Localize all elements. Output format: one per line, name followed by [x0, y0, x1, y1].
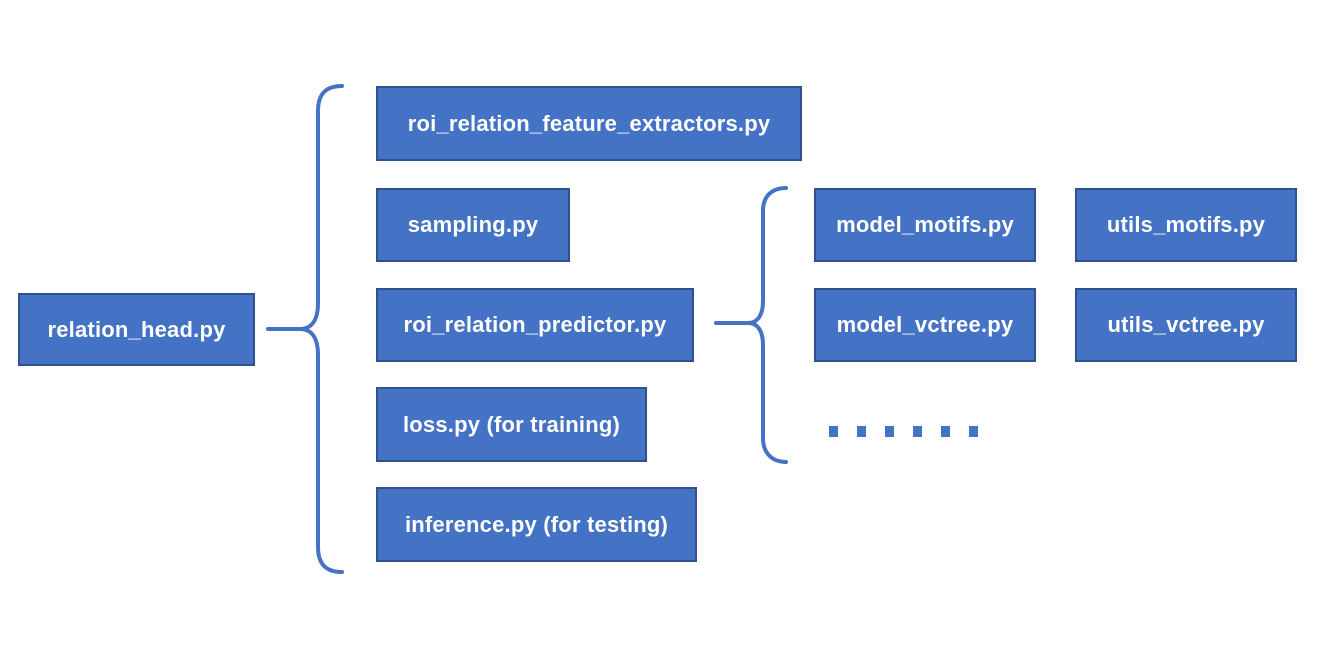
ellipsis-dot — [941, 426, 950, 437]
box-relation-head: relation_head.py — [18, 293, 255, 366]
ellipsis-dots — [829, 426, 978, 437]
ellipsis-dot — [969, 426, 978, 437]
ellipsis-dot — [913, 426, 922, 437]
box-utils-vctree: utils_vctree.py — [1075, 288, 1297, 362]
box-roi-relation-feature-extractors: roi_relation_feature_extractors.py — [376, 86, 802, 161]
ellipsis-dot — [857, 426, 866, 437]
box-utils-motifs: utils_motifs.py — [1075, 188, 1297, 262]
ellipsis-dot — [829, 426, 838, 437]
box-inference: inference.py (for testing) — [376, 487, 697, 562]
box-model-vctree: model_vctree.py — [814, 288, 1036, 362]
left-brace — [298, 84, 344, 574]
box-loss: loss.py (for training) — [376, 387, 647, 462]
box-roi-relation-predictor: roi_relation_predictor.py — [376, 288, 694, 362]
box-sampling: sampling.py — [376, 188, 570, 262]
box-model-motifs: model_motifs.py — [814, 188, 1036, 262]
ellipsis-dot — [885, 426, 894, 437]
right-brace — [746, 186, 788, 464]
